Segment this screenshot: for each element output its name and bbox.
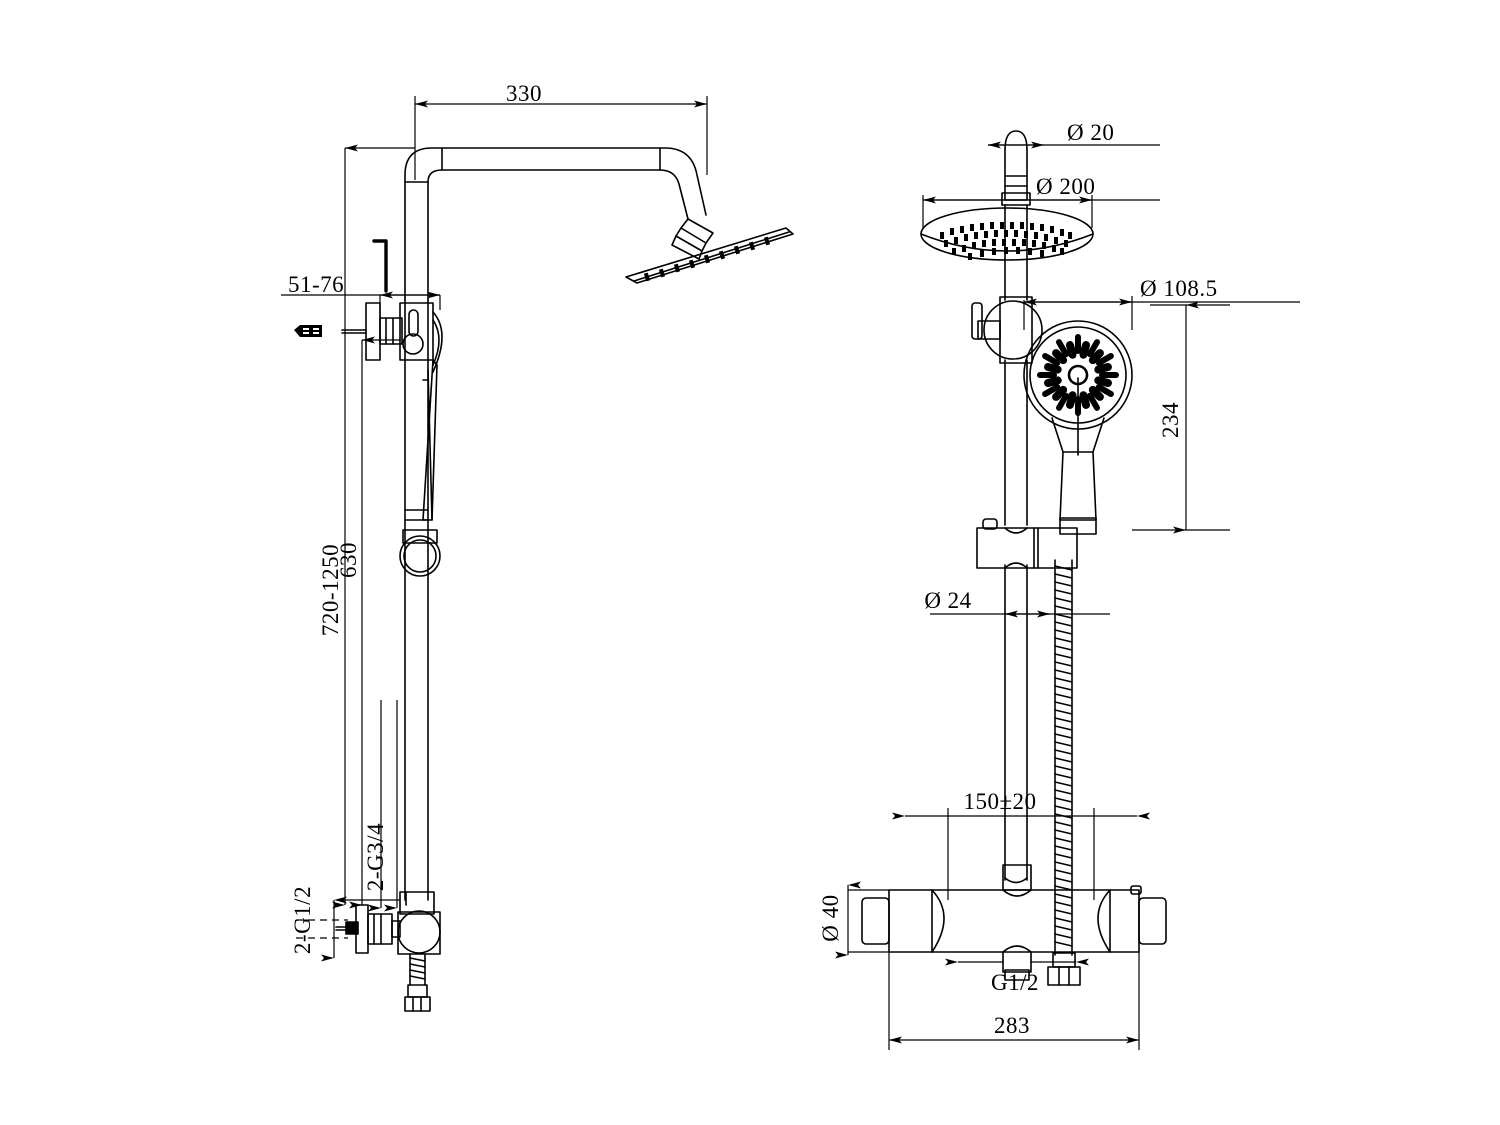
side-view-dimensions	[281, 96, 708, 962]
dim-label-mixer-body-dia: Ø 40	[818, 894, 843, 941]
dim-label-head-to-hand: 234	[1158, 402, 1183, 438]
rain-head-nozzles-front	[940, 222, 1072, 260]
dim-label-hand-shower-dia: Ø 108.5	[1140, 276, 1218, 301]
dim-label-riser-dia: Ø 20	[1067, 120, 1114, 145]
dim-label-arm-reach: 330	[506, 81, 542, 106]
dim-label-rail-length: 630	[336, 542, 361, 578]
dim-label-inlet-centers: 150±20	[963, 789, 1036, 814]
thermostatic-mixer-side	[335, 891, 441, 955]
front-view-dimension-labels: Ø 20 Ø 200 Ø 108.5 234 Ø 24 150±20 Ø 40 …	[818, 120, 1218, 1038]
dim-label-inlet-thread-upper: 2-G3/4	[363, 823, 388, 891]
hand-shower-spray-face	[1037, 334, 1119, 416]
rain-shower-head-profile	[625, 227, 794, 284]
side-elevation-view	[294, 147, 794, 1012]
rain-head-nozzles-profile	[643, 236, 771, 282]
hose-outlet-side	[404, 953, 431, 1012]
hand-shower-front	[1023, 320, 1133, 535]
front-view-dimensions	[835, 141, 1300, 1050]
dim-label-inlet-thread-lower: 2-G1/2	[290, 886, 315, 954]
dim-label-outlet-thread: G1/2	[991, 970, 1039, 995]
dim-label-slide-rail-dia: Ø 24	[924, 588, 971, 613]
riser-rail-front	[1004, 204, 1028, 884]
side-view-dimension-labels: 330 51-76 720-1250 630 2-G3/4 2-G1/2	[288, 81, 542, 954]
slider-bracket-front	[971, 296, 1043, 364]
shower-arm	[404, 147, 707, 301]
hose-side	[427, 369, 433, 521]
thermostatic-mixer-front	[861, 864, 1167, 981]
dim-label-total-height: 720-1250	[318, 544, 343, 636]
dim-label-mixer-width: 283	[994, 1013, 1030, 1038]
dim-label-wall-offset: 51-76	[288, 272, 344, 297]
allen-key-icon	[372, 239, 388, 293]
wall-anchor-plug-icon	[294, 325, 322, 337]
rail-ring-side	[399, 529, 441, 577]
dim-label-rain-head-dia: Ø 200	[1036, 174, 1095, 199]
flexible-hose-front	[1047, 559, 1081, 986]
hose-holder-bracket-front	[976, 518, 1078, 569]
front-elevation-view	[861, 130, 1167, 986]
